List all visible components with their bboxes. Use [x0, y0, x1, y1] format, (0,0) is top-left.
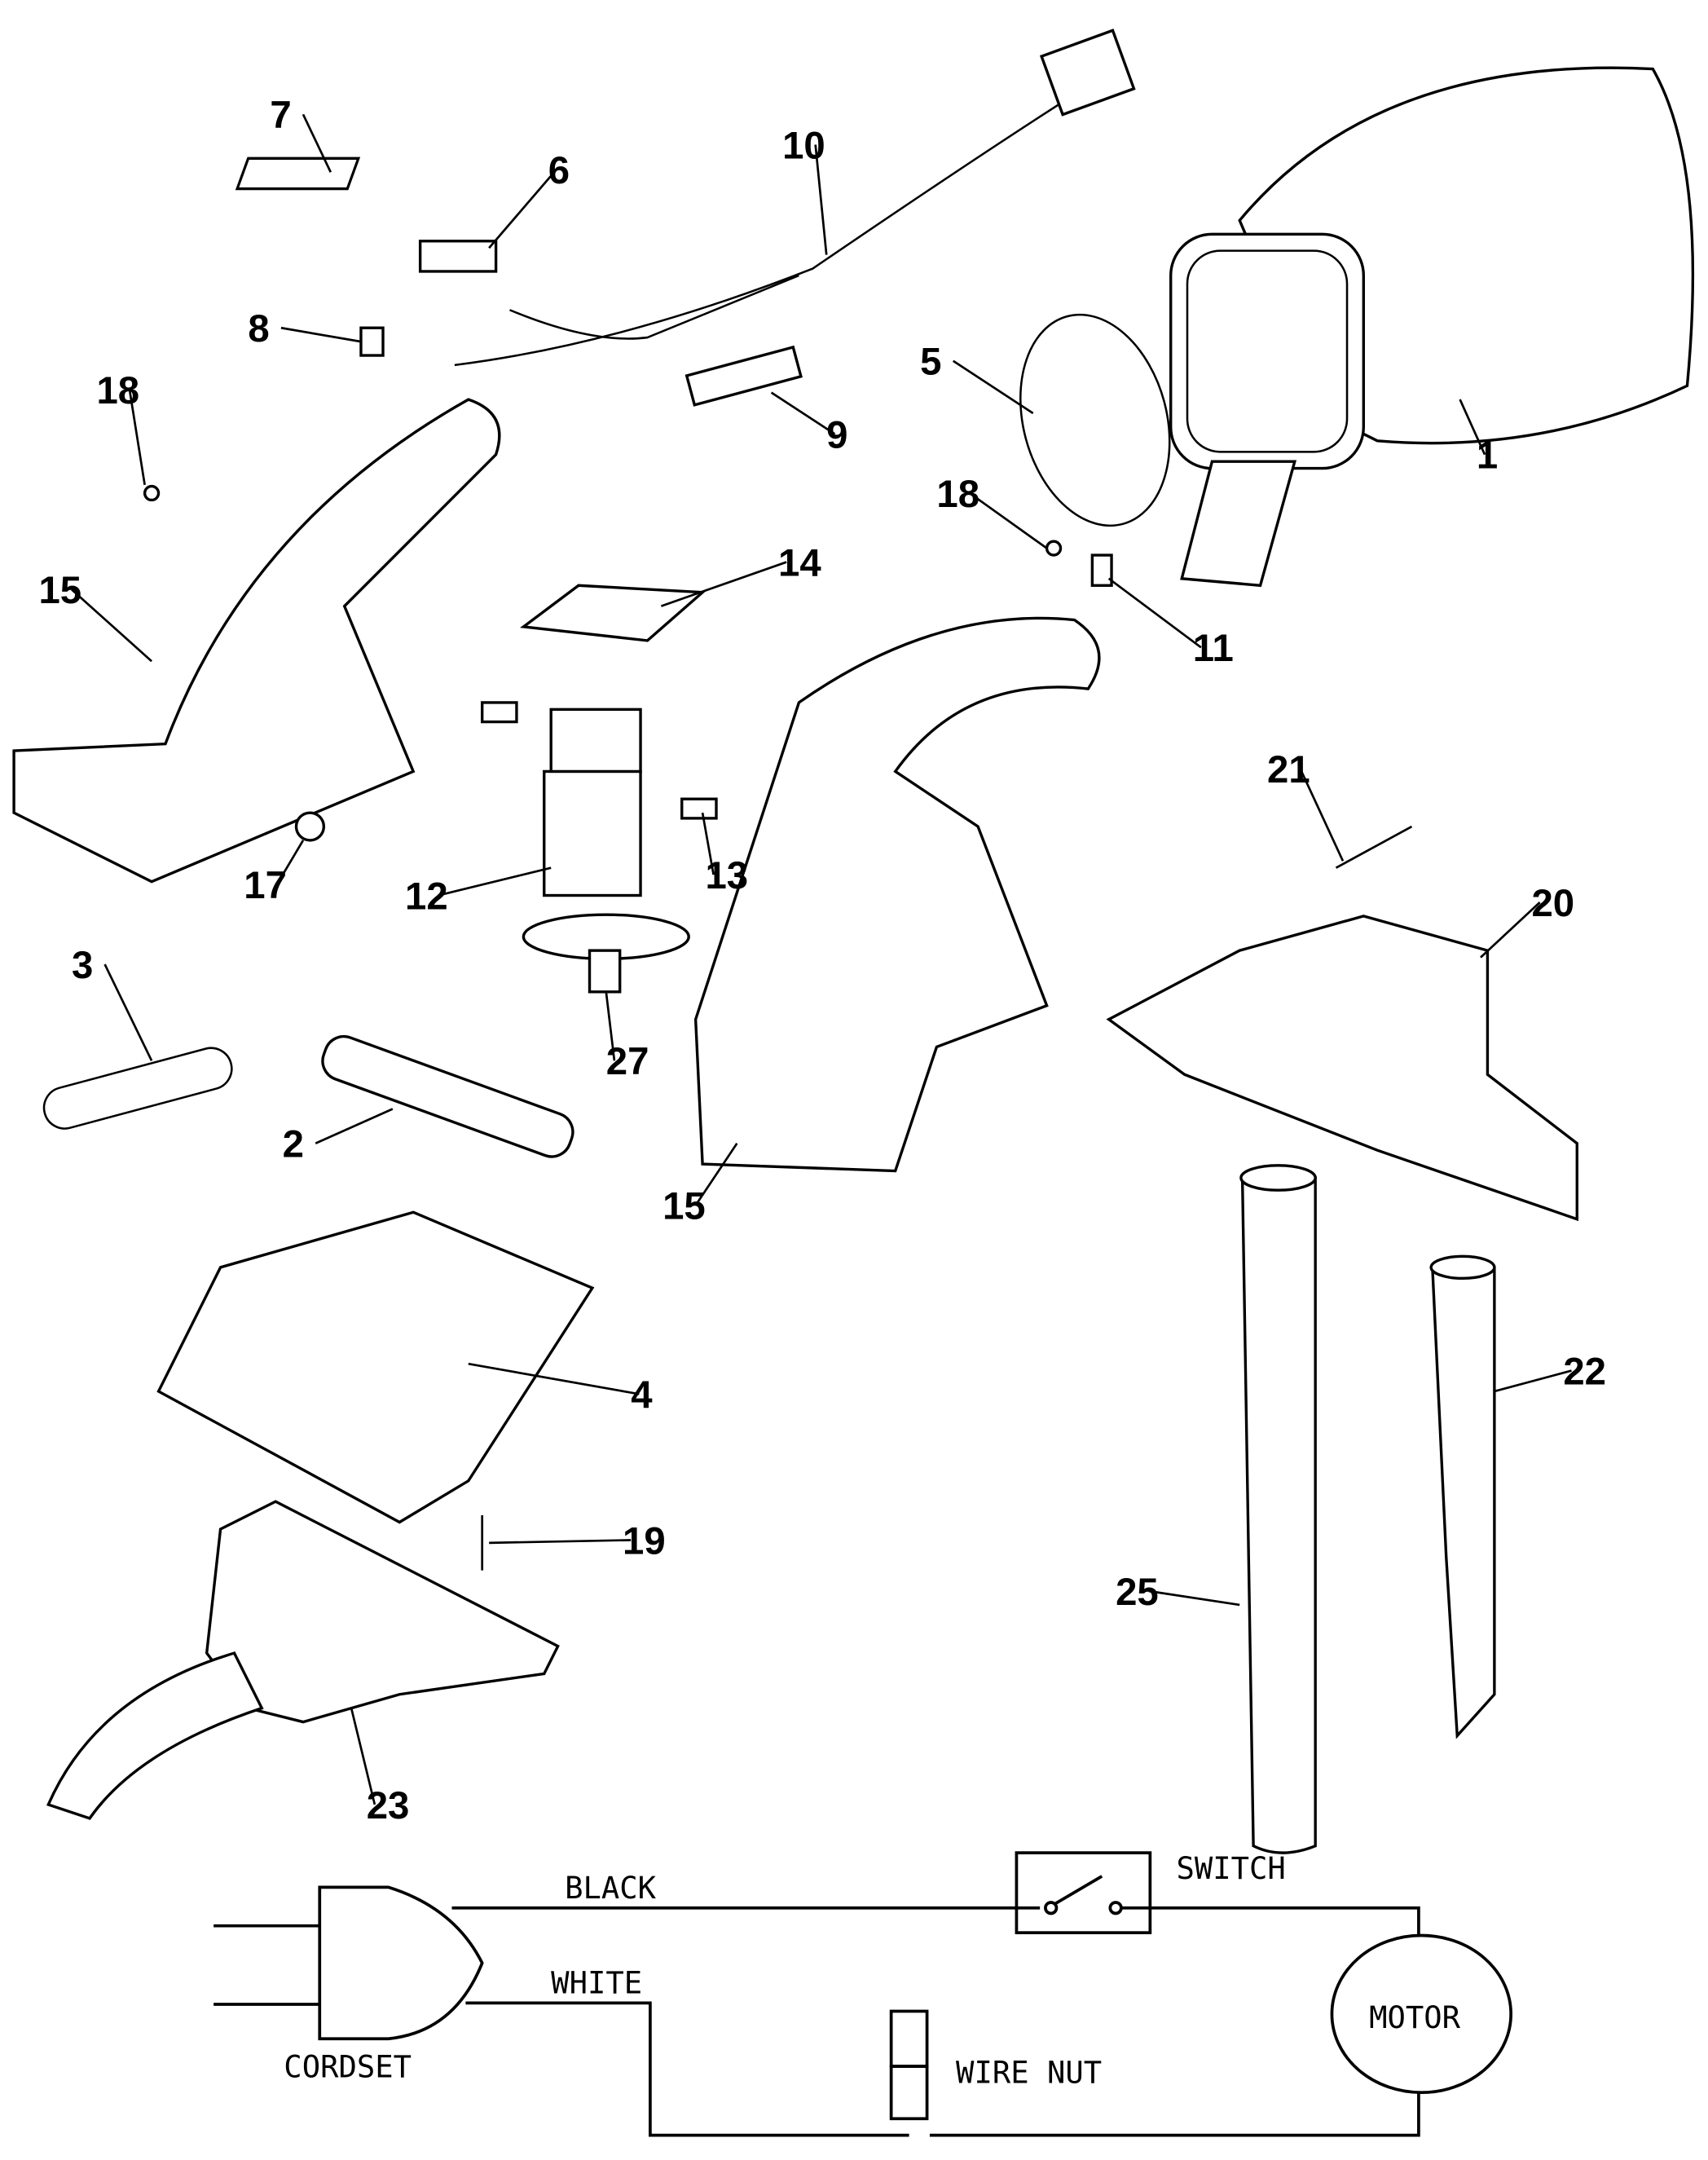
part-number-label: 27	[606, 1040, 649, 1083]
switch-symbol	[1015, 1851, 1152, 1935]
label-black: BLACK	[565, 1870, 657, 1906]
part-housing-right	[693, 616, 1101, 1173]
part-number-label: 4	[631, 1373, 653, 1417]
part-screw	[143, 484, 161, 502]
part-plug	[294, 811, 326, 842]
part-number-label: 2	[283, 1123, 304, 1166]
part-screw	[1335, 825, 1413, 869]
wiring-diagram: BLACK SWITCH WHITE CORDSET WIRE NUT MOTO…	[214, 1850, 1513, 2137]
part-number-label: 15	[38, 569, 81, 612]
part-number-label: 14	[778, 541, 821, 584]
motor-symbol	[1330, 1933, 1513, 2095]
part-brush	[680, 797, 718, 820]
part-belt	[42, 1047, 233, 1130]
part-number-label: 21	[1267, 748, 1310, 791]
leader-line	[701, 812, 715, 875]
part-wire-nut	[359, 326, 385, 357]
part-motor	[522, 708, 690, 994]
part-number-label: 3	[72, 944, 93, 987]
leader-line	[1480, 901, 1541, 959]
part-number-label: 19	[623, 1519, 666, 1563]
part-number-label: 25	[1116, 1571, 1159, 1614]
leader-line	[1494, 1369, 1572, 1393]
part-number-label: 20	[1532, 882, 1575, 925]
leader-line	[969, 492, 1048, 549]
part-housing-left	[12, 398, 501, 884]
leader-line	[1299, 768, 1345, 862]
part-number-label: 17	[244, 864, 287, 907]
part-wall-mount	[1106, 915, 1578, 1222]
part-number-label: 12	[405, 875, 448, 918]
leader-line	[275, 840, 305, 885]
part-number-label: 22	[1563, 1351, 1606, 1394]
part-number-label: 13	[705, 854, 748, 897]
part-gasket	[1019, 313, 1171, 527]
part-number-label: 11	[1193, 627, 1234, 670]
part-extension-tube	[1240, 1176, 1317, 1854]
part-bag	[1169, 66, 1695, 588]
leader-line	[1107, 577, 1202, 649]
label-cordset: CORDSET	[284, 2049, 412, 2085]
leader-line	[605, 991, 616, 1061]
part-number-label: 10	[782, 124, 825, 167]
part-cordset	[454, 29, 1136, 367]
part-number-label: 1	[1477, 434, 1498, 478]
part-screw	[1045, 540, 1063, 557]
leader-line	[315, 1108, 394, 1144]
part-number-label: 9	[826, 413, 847, 456]
part-nozzle	[46, 1500, 560, 1820]
leader-line	[438, 866, 552, 897]
part-base	[156, 1210, 595, 1524]
leader-line	[952, 359, 1034, 415]
label-motor: MOTOR	[1369, 1999, 1461, 2035]
leader-line	[489, 1539, 632, 1545]
label-white: WHITE	[551, 1965, 642, 2001]
part-number-label: 18	[936, 473, 979, 516]
leader-line	[71, 588, 152, 663]
leader-line	[468, 1362, 640, 1395]
leader-line	[1148, 1589, 1240, 1607]
leader-line	[814, 144, 828, 255]
leader-line	[488, 168, 557, 249]
part-number-label: 6	[548, 149, 570, 192]
part-bracket	[519, 584, 707, 642]
part-switch	[418, 240, 498, 273]
part-number-label: 15	[663, 1185, 706, 1228]
part-switch-cover	[235, 156, 361, 191]
part-crevice-tool	[1431, 1266, 1496, 1739]
part-clip	[1090, 553, 1113, 587]
part-number-label: 18	[96, 369, 139, 412]
leader-line	[350, 1708, 376, 1805]
leader-line	[770, 391, 836, 435]
white-wire	[465, 2001, 909, 2137]
leader-line	[302, 113, 332, 173]
part-tube	[685, 345, 803, 407]
leader-line	[694, 1142, 738, 1206]
label-switch: SWITCH	[1176, 1850, 1285, 1886]
part-number-label: 8	[248, 307, 269, 350]
part-number-label: 23	[367, 1784, 410, 1827]
label-wire-nut: WIRE NUT	[956, 2054, 1102, 2090]
leader-line	[1459, 399, 1486, 456]
cordset-symbol	[318, 1885, 484, 2041]
leader-line	[128, 390, 146, 486]
part-brush	[480, 701, 518, 724]
leader-lines	[71, 113, 1572, 1805]
wire-nut-symbol	[889, 2065, 929, 2121]
part-number-label: 5	[920, 341, 941, 384]
part-brushroll	[321, 1034, 574, 1158]
part-number-label: 7	[270, 94, 291, 137]
leader-line	[280, 326, 362, 343]
leader-line	[103, 963, 153, 1061]
leader-line	[660, 561, 787, 607]
